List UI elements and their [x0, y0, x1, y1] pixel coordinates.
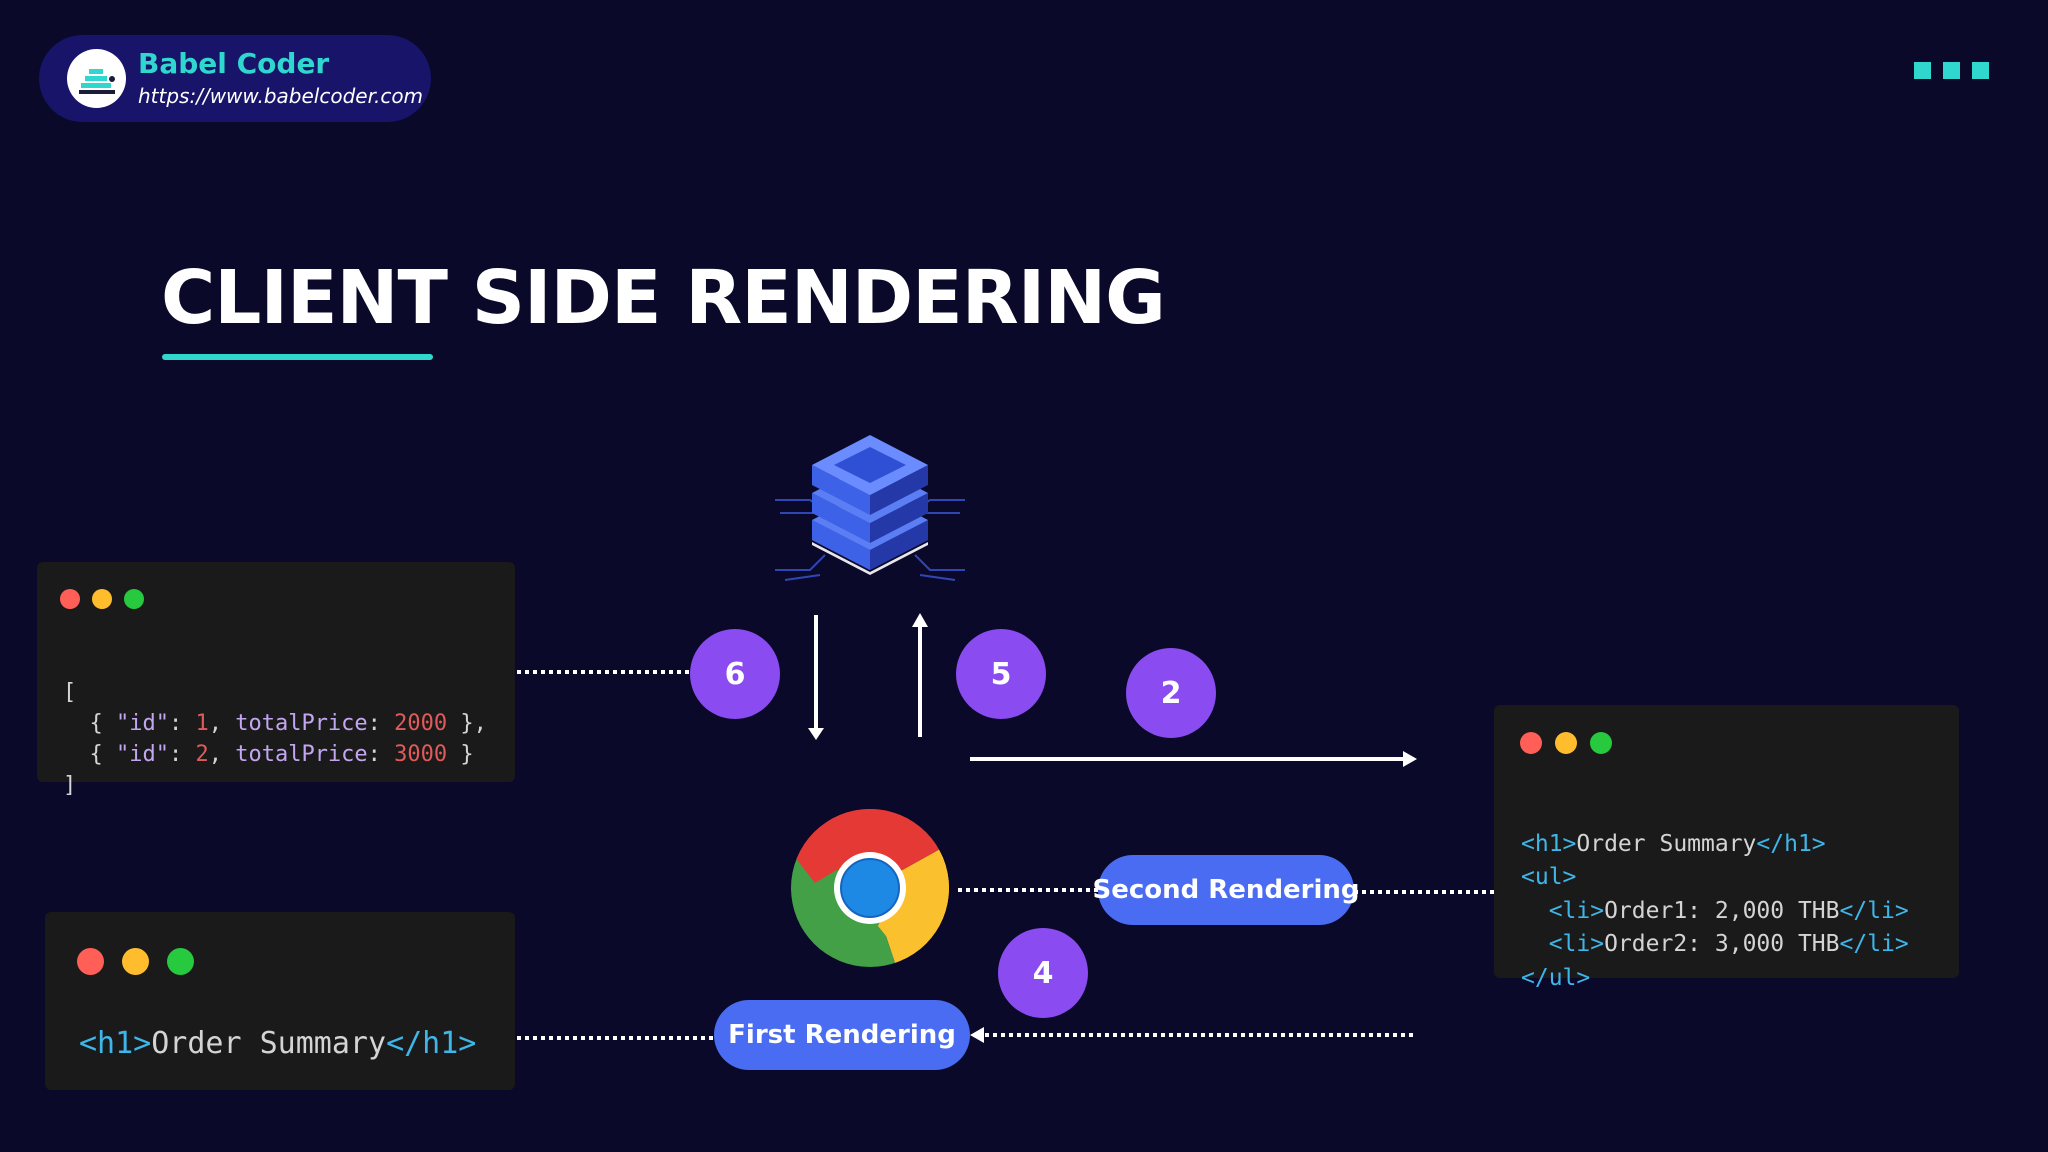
arrow-up-head [912, 613, 928, 627]
window-maximize-dot [167, 948, 194, 975]
first-render-window: <h1>Order Summary</h1> [45, 912, 515, 1090]
first-render-code: <h1>Order Summary</h1> [79, 1026, 477, 1061]
step-6-badge: 6 [690, 629, 780, 719]
window-close-dot [77, 948, 104, 975]
window-minimize-dot [122, 948, 149, 975]
second-render-window: <h1>Order Summary</h1> <ul> <li>Order1: … [1494, 705, 1959, 991]
window-close-dot [60, 589, 80, 609]
title-underline [162, 354, 433, 360]
logo-icon [79, 69, 115, 94]
brand-url[interactable]: https://www.babelcoder.com [138, 84, 424, 108]
babel-coder-logo [67, 49, 126, 108]
window-close-dot [1520, 732, 1542, 754]
server-stack-icon [775, 435, 965, 581]
chrome-browser-icon [791, 809, 949, 967]
json-code: [ { "id": 1, totalPrice: 2000 }, { "id":… [63, 680, 487, 798]
step-2-badge: 2 [1126, 648, 1216, 738]
brand-name: Babel Coder [138, 47, 330, 80]
step-5-badge: 5 [956, 629, 1046, 719]
json-response-window: [ { "id": 1, totalPrice: 2000 }, { "id":… [37, 562, 515, 798]
window-minimize-dot [1555, 732, 1577, 754]
window-maximize-dot [1590, 732, 1612, 754]
brand-badge: Babel Coder https://www.babelcoder.com [39, 35, 431, 122]
first-rendering-pill: First Rendering [714, 1000, 970, 1070]
second-render-code: <h1>Order Summary</h1> <ul> <li>Order1: … [1521, 830, 1909, 991]
dotted-arrow-first-head [970, 1027, 984, 1043]
three-dots-menu-icon[interactable] [1914, 62, 1989, 79]
page-title: CLIENT SIDE RENDERING [161, 255, 1166, 341]
arrow-right-head [1403, 751, 1417, 767]
step-4-badge: 4 [998, 928, 1088, 1018]
window-maximize-dot [124, 589, 144, 609]
arrow-down-head [808, 728, 824, 740]
second-rendering-pill: Second Rendering [1092, 855, 1360, 925]
window-minimize-dot [92, 589, 112, 609]
